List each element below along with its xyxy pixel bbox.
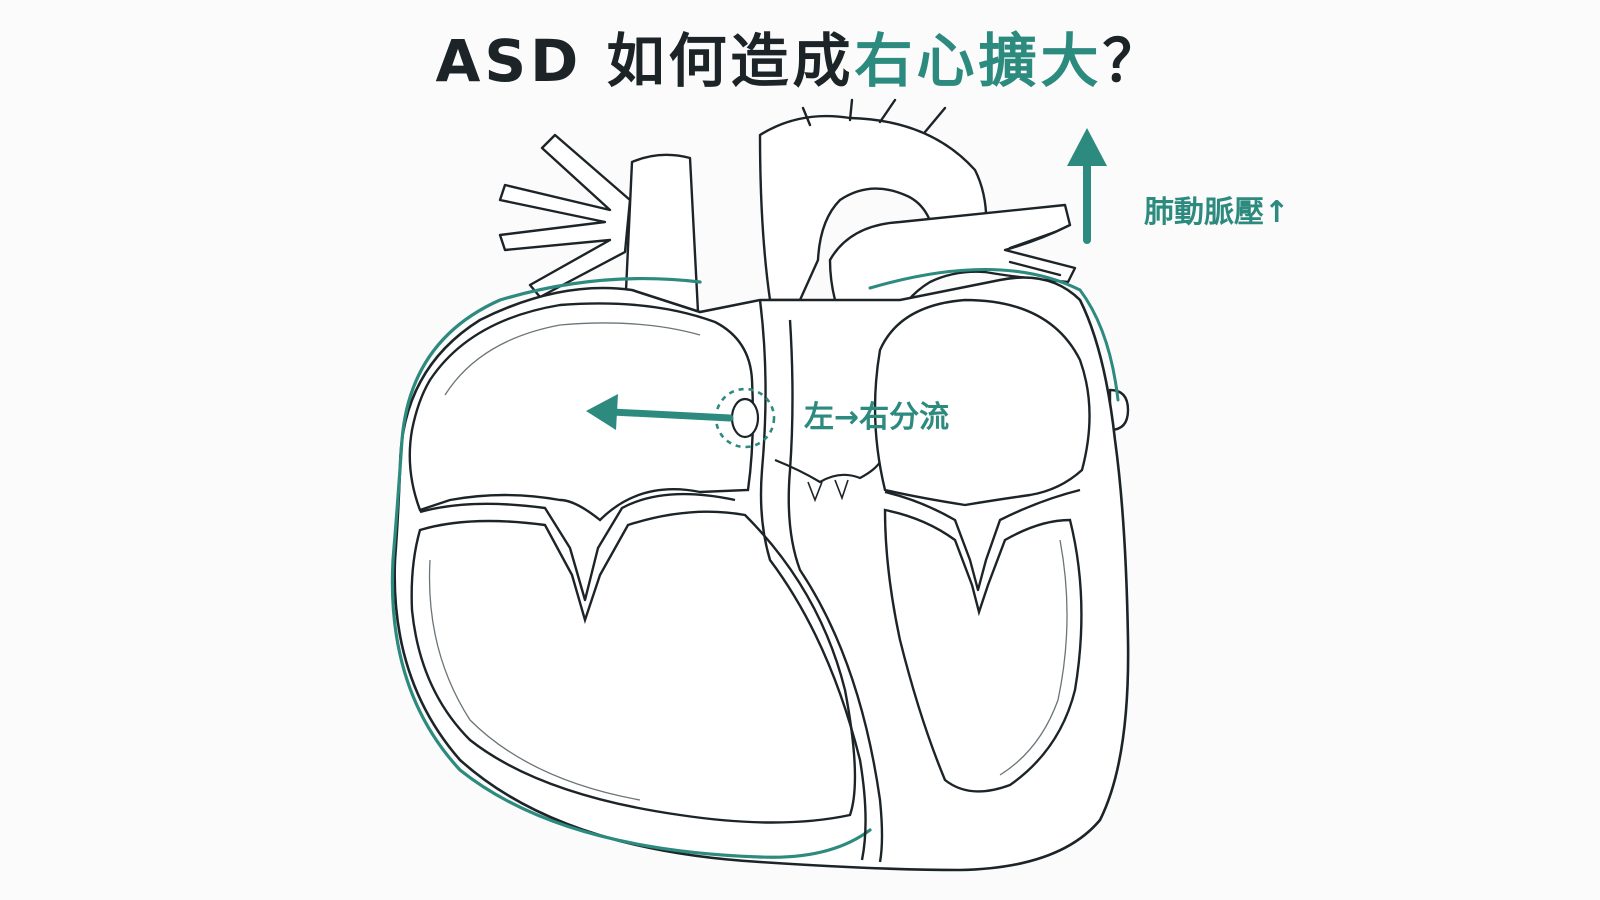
left-ventricle [883, 508, 1083, 793]
pulmonary-pressure-label: 肺動脈壓↑ [1144, 195, 1290, 230]
aortic-branches [801, 98, 947, 134]
title-part1: ASD 如何造成 [435, 27, 855, 95]
right-heart-highlight [390, 276, 872, 859]
page-title: ASD 如何造成右心擴大？ [0, 14, 1600, 98]
left-atrium [873, 298, 1091, 507]
right-ventricle [410, 510, 857, 824]
right-atrium [408, 302, 755, 522]
left-arrow-icon [586, 394, 734, 430]
shunt-label: 左→右分流 [804, 400, 950, 435]
aortic-valve [774, 458, 881, 484]
pulmonary-veins [498, 133, 632, 299]
ventricular-septum [758, 299, 867, 861]
pulmonary-highlight [868, 268, 1120, 402]
vessel-stub [1108, 388, 1130, 432]
tricuspid-valve [419, 492, 736, 602]
title-highlight: 右心擴大 [854, 27, 1103, 95]
mitral-valve [884, 488, 1081, 592]
superior-vena-cava [623, 153, 700, 314]
title-part2: ？ [1102, 27, 1165, 95]
up-arrow-icon [1067, 128, 1107, 244]
